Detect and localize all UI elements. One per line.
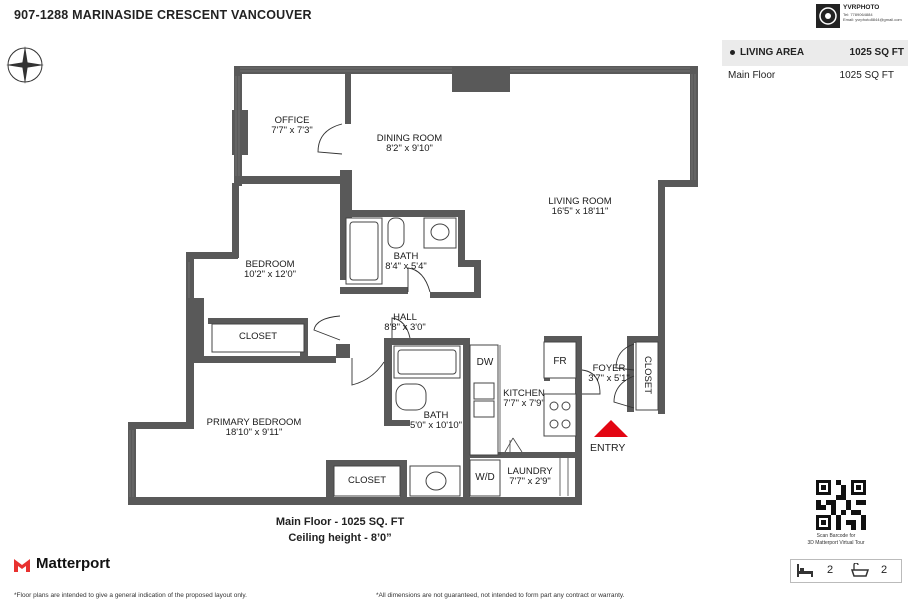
room-laundry-name: LAUNDRY bbox=[507, 466, 553, 477]
toilet-1 bbox=[387, 217, 405, 249]
living-area-label: LIVING AREA bbox=[740, 47, 805, 58]
room-bedroom-dims: 10'2" x 12'0" bbox=[243, 269, 297, 280]
room-closet-1: CLOSET bbox=[238, 331, 277, 342]
kitchen-counter bbox=[469, 344, 499, 456]
matterport-text: Matterport bbox=[36, 555, 111, 572]
room-hall-name: HALL bbox=[393, 312, 417, 323]
living-area-header: LIVING AREA 1025 SQ FT bbox=[722, 40, 908, 66]
room-bath-1-name: BATH bbox=[393, 251, 419, 262]
room-bath-1-dims: 8'4" x 5'4" bbox=[385, 261, 427, 272]
toilet-2 bbox=[395, 383, 427, 411]
room-living-dims: 16'5" x 18'11" bbox=[551, 206, 609, 217]
room-foyer-dims: 3'7" x 5'1" bbox=[588, 373, 630, 384]
room-office-name: OFFICE bbox=[274, 115, 310, 126]
footnote-left: *Floor plans are intended to give a gene… bbox=[14, 592, 247, 599]
bed-icon bbox=[797, 564, 813, 577]
room-living: LIVING ROOM 16'5" x 18'11" bbox=[530, 197, 630, 217]
room-foyer: FOYER 3'7" x 5'1" bbox=[584, 364, 634, 384]
room-kitchen-name: KITCHEN bbox=[503, 388, 545, 399]
door-swings bbox=[313, 123, 635, 409]
floor-caption-ceiling: Ceiling height - 8’0” bbox=[288, 532, 392, 544]
room-dining-dims: 8'2" x 9'10" bbox=[386, 143, 433, 154]
room-bedroom: BEDROOM 10'2" x 12'0" bbox=[230, 260, 310, 280]
footnote-right: *All dimensions are not guaranteed, not … bbox=[376, 592, 625, 599]
room-dining-name: DINING ROOM bbox=[376, 133, 443, 144]
room-laundry-dims: 7'7" x 2'9" bbox=[509, 476, 551, 487]
room-hall-dims: 8'8" x 3'0" bbox=[384, 322, 426, 333]
qr-note-line-1: Scan Barcode for bbox=[816, 533, 856, 539]
dishwasher-label: DW bbox=[476, 357, 494, 368]
room-primary-name: PRIMARY BEDROOM bbox=[206, 417, 302, 428]
floor-caption: Main Floor - 1025 SQ. FT Ceiling height … bbox=[240, 514, 440, 546]
bedroom-count: 2 bbox=[827, 564, 834, 576]
room-bath-2-dims: 5'0" x 10'10" bbox=[409, 420, 463, 431]
room-dining: DINING ROOM 8'2" x 9'10" bbox=[362, 134, 457, 154]
room-closet-3: CLOSET bbox=[642, 355, 653, 394]
main-floor-label: Main Floor bbox=[728, 70, 776, 81]
entry-label: ENTRY bbox=[590, 442, 626, 454]
room-kitchen-dims: 7'7" x 7'9" bbox=[503, 398, 545, 409]
qr-note-line-2: 3D Matterport Virtual Tour bbox=[807, 540, 865, 546]
room-hall: HALL 8'8" x 3'0" bbox=[372, 313, 438, 333]
closet-3-box bbox=[635, 341, 659, 411]
compass-icon bbox=[6, 46, 44, 84]
brand-phone: Tel: 7789064884 bbox=[843, 12, 873, 17]
room-primary-bedroom: PRIMARY BEDROOM 18'10" x 9'11" bbox=[200, 418, 308, 438]
closet-2-box bbox=[333, 465, 401, 497]
brand-name: YVRPHOTO bbox=[843, 4, 880, 11]
room-primary-dims: 18'10" x 9'11" bbox=[225, 427, 283, 438]
room-office-dims: 7'7" x 7'3" bbox=[271, 125, 313, 136]
brand-block: YVRPHOTO Tel: 7789064884 Email: yvrphoto… bbox=[812, 4, 906, 30]
brand-logo-icon bbox=[816, 4, 840, 28]
bullet-icon bbox=[730, 50, 735, 55]
room-closet-2: CLOSET bbox=[347, 475, 386, 486]
walls bbox=[128, 66, 698, 505]
room-office: OFFICE 7'7" x 7'3" bbox=[252, 116, 332, 136]
room-foyer-name: FOYER bbox=[592, 363, 626, 374]
qr-note: Scan Barcode for 3D Matterport Virtual T… bbox=[796, 533, 876, 547]
room-counts: 2 2 bbox=[790, 559, 902, 583]
fixtures bbox=[211, 217, 659, 497]
living-area-value: 1025 SQ FT bbox=[849, 47, 904, 58]
floor-caption-area: Main Floor - 1025 SQ. FT bbox=[275, 516, 405, 528]
washer-dryer-label: W/D bbox=[475, 472, 495, 483]
closet-1-box bbox=[211, 323, 305, 353]
room-bedroom-name: BEDROOM bbox=[245, 259, 295, 270]
room-living-name: LIVING ROOM bbox=[548, 196, 612, 207]
listing-address: 907-1288 MARINASIDE CRESCENT VANCOUVER bbox=[14, 8, 312, 22]
bathtub-icon bbox=[851, 563, 869, 577]
room-bath-1: BATH 8'4" x 5'4" bbox=[376, 252, 436, 272]
living-area-panel: LIVING AREA 1025 SQ FT Main Floor 1025 S… bbox=[722, 40, 908, 88]
bathroom-count: 2 bbox=[881, 564, 888, 576]
room-laundry: LAUNDRY 7'7" x 2'9" bbox=[500, 467, 560, 487]
fridge-label: FR bbox=[553, 356, 567, 367]
fridge bbox=[543, 341, 577, 379]
living-column bbox=[452, 66, 510, 92]
entry-arrow-icon bbox=[594, 420, 628, 437]
room-bath-2: BATH 5'0" x 10'10" bbox=[400, 411, 472, 431]
kitchen-details bbox=[499, 345, 569, 496]
stove bbox=[543, 393, 577, 437]
room-bath-2-name: BATH bbox=[423, 410, 449, 421]
washer-dryer bbox=[469, 459, 501, 497]
main-floor-value: 1025 SQ FT bbox=[839, 70, 894, 81]
qr-code-icon[interactable] bbox=[816, 480, 866, 530]
room-kitchen: KITCHEN 7'7" x 7'9" bbox=[496, 389, 552, 409]
matterport-logo-icon bbox=[14, 559, 30, 572]
brand-email: Email: yvrphoto8844@gmail.com bbox=[843, 17, 902, 22]
